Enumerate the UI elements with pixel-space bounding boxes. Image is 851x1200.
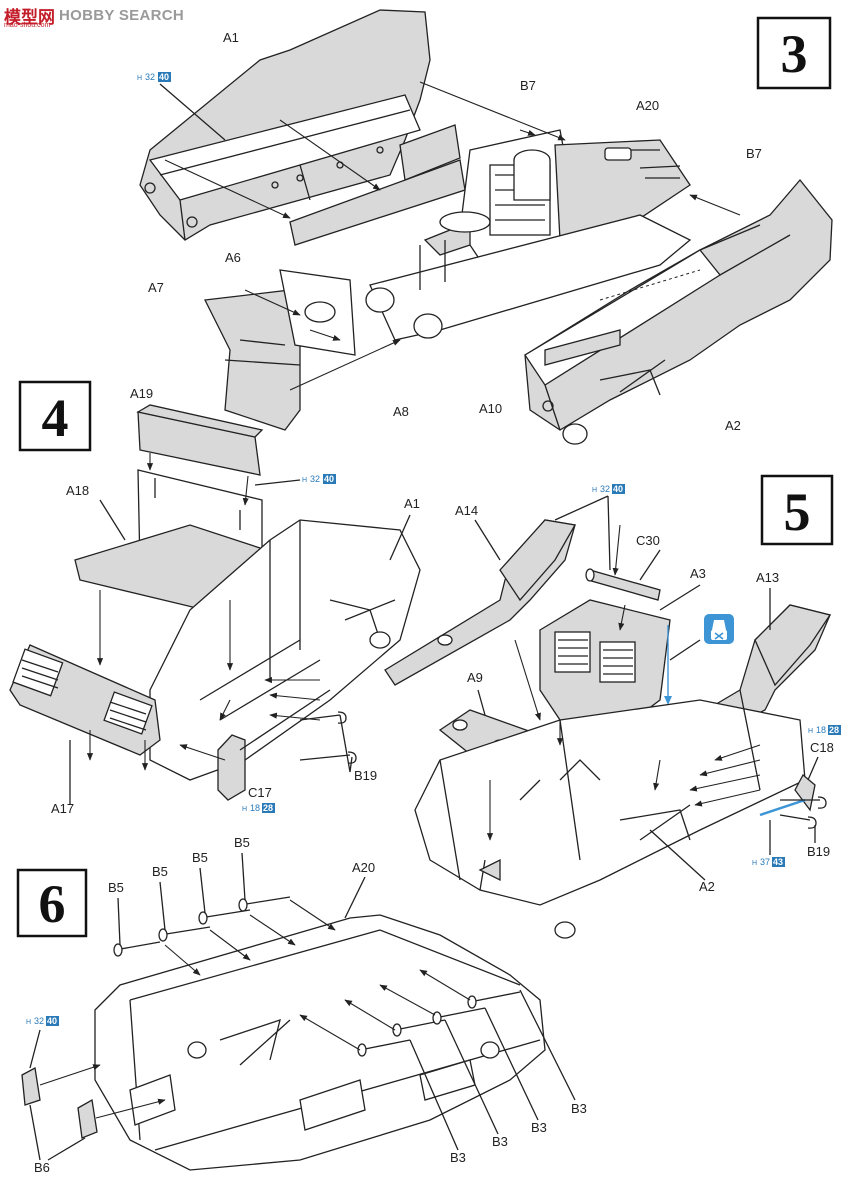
color-code-badge: H 32 40 xyxy=(26,1016,59,1026)
label-b19: B19 xyxy=(807,844,830,859)
step-3-number: 3 xyxy=(781,24,808,84)
svg-text:H: H xyxy=(752,860,757,867)
part-c17 xyxy=(217,689,331,801)
part-a7-a8-bulkhead xyxy=(204,269,356,431)
label-b19: B19 xyxy=(354,768,377,783)
label-c17: C17 xyxy=(248,785,272,800)
part-a3-panel xyxy=(539,599,671,731)
color-code-badge: H 18 28 xyxy=(242,803,275,813)
step-3-group: 3 xyxy=(137,9,833,445)
part-b6-clips xyxy=(21,1066,98,1139)
hull-frame xyxy=(149,519,421,781)
svg-text:H: H xyxy=(592,487,597,494)
color-code-badge: H 32 40 xyxy=(592,484,625,494)
svg-text:37: 37 xyxy=(760,857,770,867)
svg-text:32: 32 xyxy=(145,72,155,82)
part-a17-panel xyxy=(9,644,161,756)
label-a2: A2 xyxy=(699,879,715,894)
part-a2-side-panel xyxy=(524,178,833,445)
svg-text:32: 32 xyxy=(600,484,610,494)
label-a3: A3 xyxy=(690,566,706,581)
label-b5: B5 xyxy=(192,850,208,865)
step-5-group: 5 xyxy=(384,474,841,939)
step-5-number: 5 xyxy=(784,482,811,542)
label-b5: B5 xyxy=(152,864,168,879)
label-a19: A19 xyxy=(130,386,153,401)
label-a6: A6 xyxy=(225,250,241,265)
watermark-chinese: 模型网 xyxy=(4,8,55,28)
svg-text:32: 32 xyxy=(310,474,320,484)
step-number-box: 3 xyxy=(756,16,832,90)
watermark-url: mao-shou.com xyxy=(4,22,51,29)
label-a13: A13 xyxy=(756,570,779,585)
glue-icon xyxy=(704,614,734,644)
step-4-number: 4 xyxy=(42,388,69,448)
svg-text:28: 28 xyxy=(829,725,839,735)
svg-text:40: 40 xyxy=(324,474,334,484)
svg-text:40: 40 xyxy=(47,1016,57,1026)
svg-text:H: H xyxy=(808,728,813,735)
label-b7: B7 xyxy=(520,78,536,93)
svg-text:32: 32 xyxy=(34,1016,44,1026)
part-c30-pin xyxy=(585,568,661,601)
label-a9: A9 xyxy=(467,670,483,685)
part-a20-engine-deck xyxy=(94,914,546,1171)
part-c18 xyxy=(759,773,816,817)
svg-text:H: H xyxy=(137,75,142,82)
label-b3: B3 xyxy=(531,1120,547,1135)
watermark-english: HOBBY SEARCH xyxy=(59,7,185,24)
label-a1: A1 xyxy=(223,30,239,45)
color-code-badge: H 32 40 xyxy=(302,474,336,484)
label-a17: A17 xyxy=(51,801,74,816)
svg-text:H: H xyxy=(26,1019,31,1026)
label-b6: B6 xyxy=(34,1160,50,1175)
step-6-group: 6 xyxy=(16,835,587,1175)
label-b3: B3 xyxy=(450,1150,466,1165)
step-6-number: 6 xyxy=(39,874,66,934)
color-code-badge: H 37 43 xyxy=(752,857,785,867)
label-a20: A20 xyxy=(636,98,659,113)
hull-floor xyxy=(365,211,692,341)
step-number-box: 6 xyxy=(16,868,88,938)
part-b5-bolts xyxy=(113,896,291,957)
svg-text:18: 18 xyxy=(816,725,826,735)
step-number-box: 4 xyxy=(18,380,92,452)
part-a14-track-guard xyxy=(384,519,577,686)
label-a14: A14 xyxy=(455,503,478,518)
label-a8: A8 xyxy=(393,404,409,419)
part-a19-backrest xyxy=(136,404,264,476)
svg-text:18: 18 xyxy=(250,803,260,813)
svg-text:43: 43 xyxy=(773,857,783,867)
part-b19-hooks xyxy=(779,796,827,829)
label-a10: A10 xyxy=(479,401,502,416)
watermark: 模型网 HOBBY SEARCH xyxy=(4,3,184,28)
label-a1: A1 xyxy=(404,496,420,511)
svg-text:H: H xyxy=(242,806,247,813)
step-4-group: 4 xyxy=(9,380,421,816)
label-c30: C30 xyxy=(636,533,660,548)
svg-text:28: 28 xyxy=(263,803,273,813)
label-a7: A7 xyxy=(148,280,164,295)
svg-text:40: 40 xyxy=(159,72,169,82)
engine-assembly xyxy=(459,129,691,261)
label-b3: B3 xyxy=(571,1101,587,1116)
svg-text:40: 40 xyxy=(613,484,623,494)
svg-text:H: H xyxy=(302,477,307,484)
label-b5: B5 xyxy=(234,835,250,850)
label-b5: B5 xyxy=(108,880,124,895)
label-a20: A20 xyxy=(352,860,375,875)
part-b3-bolts xyxy=(357,991,521,1057)
label-b7: B7 xyxy=(746,146,762,161)
label-b3: B3 xyxy=(492,1134,508,1149)
step-number-box: 5 xyxy=(760,474,834,546)
label-c18: C18 xyxy=(810,740,834,755)
color-code-badge: H 32 40 xyxy=(137,72,171,82)
label-a18: A18 xyxy=(66,483,89,498)
part-a2-hull xyxy=(414,699,806,939)
color-code-badge: H 18 28 xyxy=(808,725,841,735)
label-a2: A2 xyxy=(725,418,741,433)
